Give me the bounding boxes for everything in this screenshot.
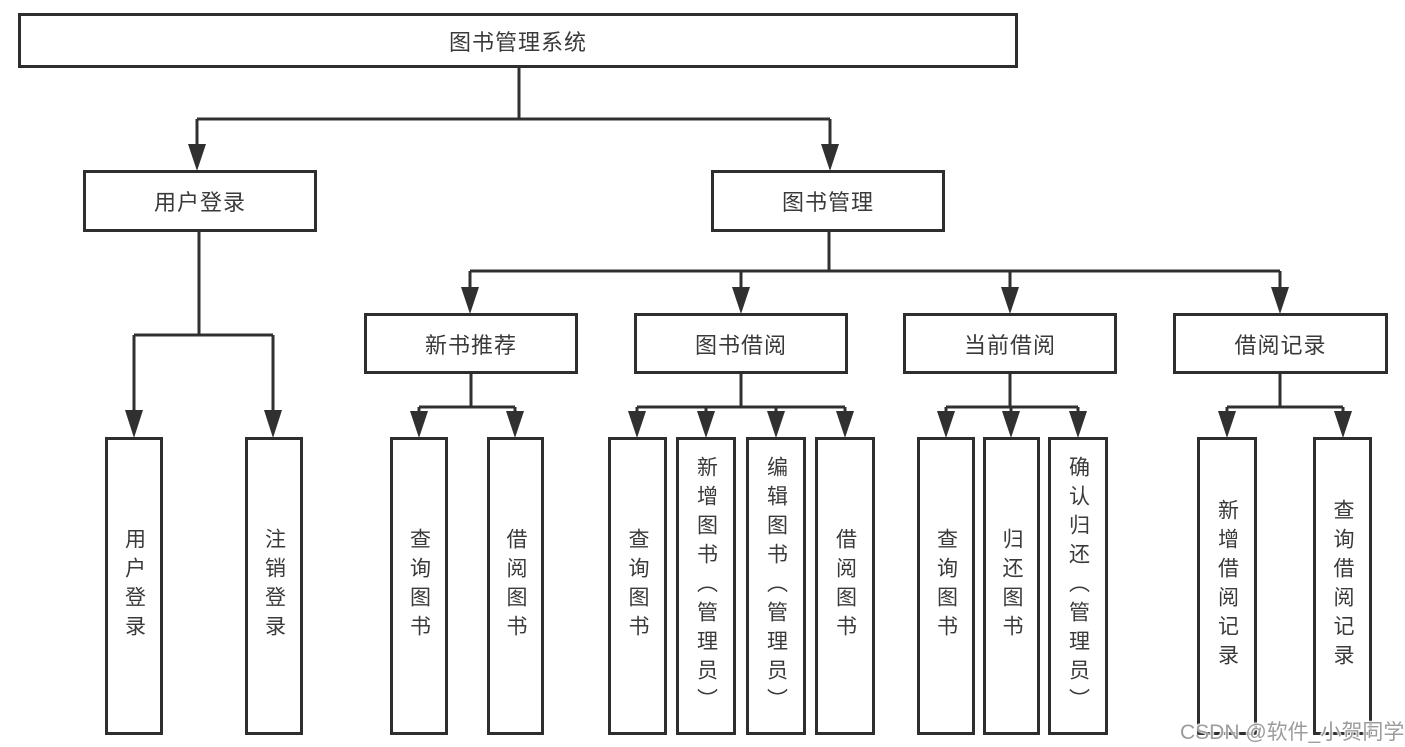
node-label: 注销登录 [262, 528, 286, 644]
node-label: 借阅图书 [504, 528, 527, 644]
connector-book-borrowing-branch [628, 373, 854, 438]
node-new-book-recommendation: 新书推荐 [364, 313, 578, 374]
node-label: 归还图书 [1000, 528, 1023, 644]
node-library-management-system: 图书管理系统 [18, 13, 1018, 68]
node-label: 新增借阅记录 [1215, 499, 1239, 673]
node-current-borrowing: 当前借阅 [903, 313, 1117, 374]
connector-current-borrowing-branch [937, 373, 1087, 438]
node-label: 借阅记录 [1234, 332, 1327, 358]
node-leaf-user-login: 用户登录 [105, 437, 163, 735]
node-book-management: 图书管理 [711, 170, 945, 232]
node-borrowing-records: 借阅记录 [1173, 313, 1388, 374]
connector-root-branch [188, 66, 839, 171]
node-label: 当前借阅 [963, 332, 1056, 358]
node-leaf-edit-books-admin: 编辑图书（管理员） [746, 437, 806, 735]
node-label: 编辑图书（管理员） [764, 455, 788, 717]
node-label: 确认归还（管理员） [1066, 455, 1090, 717]
node-label: 查询借阅记录 [1331, 499, 1354, 673]
node-leaf-confirm-return-admin: 确认归还（管理员） [1048, 437, 1108, 735]
node-user-login: 用户登录 [83, 170, 317, 232]
connector-new-book-branch [410, 373, 524, 438]
connector-book-management-branch [461, 231, 1289, 314]
node-book-borrowing: 图书借阅 [634, 313, 848, 374]
node-label: 用户登录 [153, 190, 246, 215]
csdn-watermark: CSDN @软件_小贺同学 [1180, 721, 1405, 744]
node-label: 用户登录 [122, 528, 146, 644]
node-leaf-return-books: 归还图书 [983, 437, 1040, 735]
connector-user-login-branch [125, 231, 282, 438]
node-label: 新书推荐 [424, 332, 517, 358]
node-leaf-add-borrow-record: 新增借阅记录 [1197, 437, 1257, 735]
node-label: 图书借阅 [694, 332, 787, 358]
node-leaf-query-borrow-record: 查询借阅记录 [1313, 437, 1372, 735]
node-leaf-query-books-current: 查询图书 [917, 437, 975, 735]
connector-borrowing-records-branch [1218, 373, 1352, 438]
node-label: 查询图书 [407, 528, 431, 644]
node-leaf-query-books-recommend: 查询图书 [390, 437, 448, 735]
node-label: 查询图书 [934, 528, 958, 644]
node-label: 图书管理系统 [448, 29, 587, 55]
node-label: 借阅图书 [833, 528, 857, 644]
node-leaf-borrow-books-recommend: 借阅图书 [487, 437, 544, 735]
node-label: 查询图书 [626, 528, 649, 644]
node-leaf-borrow-books-borrowing: 借阅图书 [815, 437, 875, 735]
node-label: 图书管理 [781, 190, 874, 215]
node-leaf-logout: 注销登录 [245, 437, 303, 735]
node-leaf-add-books-admin: 新增图书（管理员） [676, 437, 736, 735]
node-leaf-query-books-borrowing: 查询图书 [608, 437, 667, 735]
node-label: 新增图书（管理员） [694, 455, 718, 717]
